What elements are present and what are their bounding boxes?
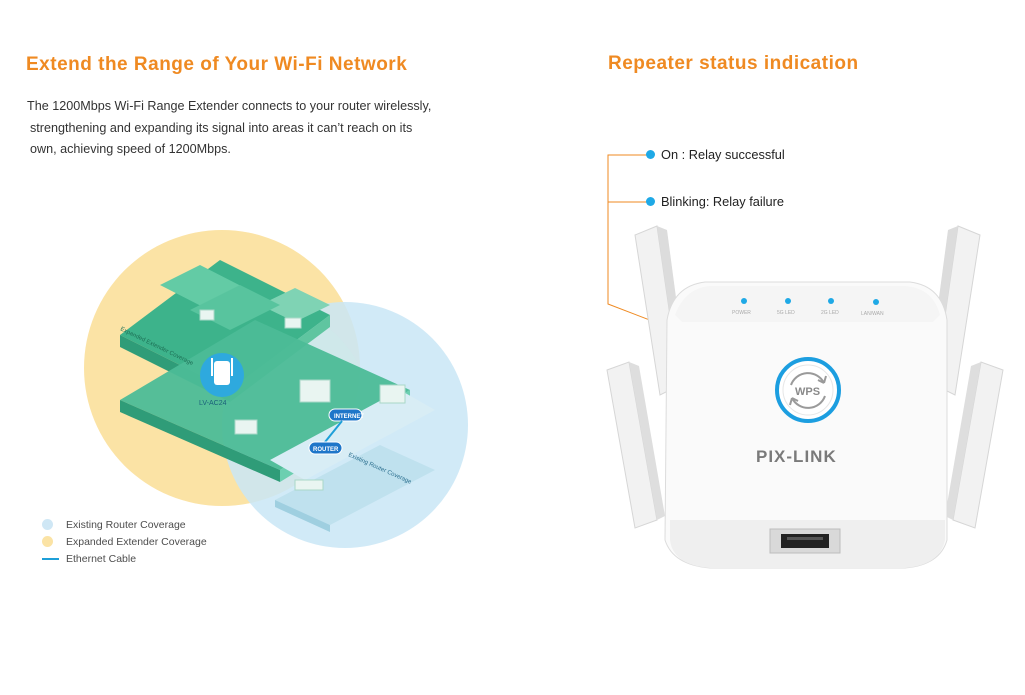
svg-text:INTERNET: INTERNET [334, 414, 364, 420]
section-description: The 1200Mbps Wi-Fi Range Extender connec… [27, 96, 487, 161]
extender-model-label: LV-AC24 [199, 400, 227, 407]
legend-cable-label: Ethernet Cable [66, 552, 137, 565]
router-badge: ROUTER [308, 441, 343, 455]
led-5g [785, 298, 791, 304]
internet-badge: INTERNET [328, 408, 364, 422]
description-line-2: strengthening and expanding its signal i… [30, 120, 413, 135]
status-blink-label: Blinking: Relay failure [661, 194, 785, 209]
status-on-dot [646, 150, 655, 159]
legend-item-router: Existing Router Coverage [42, 516, 207, 533]
extender-coverage-swatch [42, 536, 53, 547]
description-line-3: own, achieving speed of 1200Mbps. [30, 142, 231, 156]
brand-logo: PIX-LINK [756, 447, 837, 466]
status-blink-dot [646, 197, 655, 206]
status-on-label: On : Relay successful [661, 147, 785, 162]
description-line-1: The 1200Mbps Wi-Fi Range Extender connec… [27, 99, 432, 113]
house-floors [120, 260, 435, 532]
router-coverage-swatch [42, 519, 53, 530]
ethernet-cable-swatch [42, 557, 59, 560]
wps-arrow-icon [790, 372, 825, 386]
led-label-5g: 5G LED [777, 310, 795, 316]
legend-item-extender: Expanded Extender Coverage [42, 533, 207, 550]
legend-item-cable: Ethernet Cable [42, 550, 207, 567]
led-power [741, 298, 747, 304]
status-blinking: Blinking: Relay failure [646, 194, 784, 209]
diagram-legend: Existing Router Coverage Expanded Extend… [42, 516, 207, 567]
svg-text:ROUTER: ROUTER [313, 447, 339, 453]
device-top-face [675, 286, 940, 322]
section-title-repeater-status: Repeater status indication [608, 53, 859, 74]
led-label-power: POWER [732, 310, 751, 316]
legend-extender-label: Expanded Extender Coverage [66, 535, 207, 548]
led-2g [828, 298, 834, 304]
led-label-lanwan: LAN/WAN [861, 311, 884, 317]
device-illustration: POWER 5G LED 2G LED LAN/WAN WPS PIX-LINK [606, 154, 1004, 569]
extender-node [200, 353, 244, 397]
ethernet-cable [324, 420, 343, 443]
led-label-2g: 2G LED [821, 310, 839, 316]
status-on: On : Relay successful [646, 147, 785, 162]
wps-label: WPS [795, 386, 820, 398]
led-lanwan [873, 299, 879, 305]
coverage-diagram: Expanded Extender Coverage Existing Rout… [84, 230, 468, 548]
section-title-extend-range: Extend the Range of Your Wi-Fi Network [26, 54, 408, 75]
legend-router-label: Existing Router Coverage [66, 518, 186, 531]
ethernet-port [769, 528, 841, 554]
wps-button[interactable]: WPS [775, 357, 841, 423]
